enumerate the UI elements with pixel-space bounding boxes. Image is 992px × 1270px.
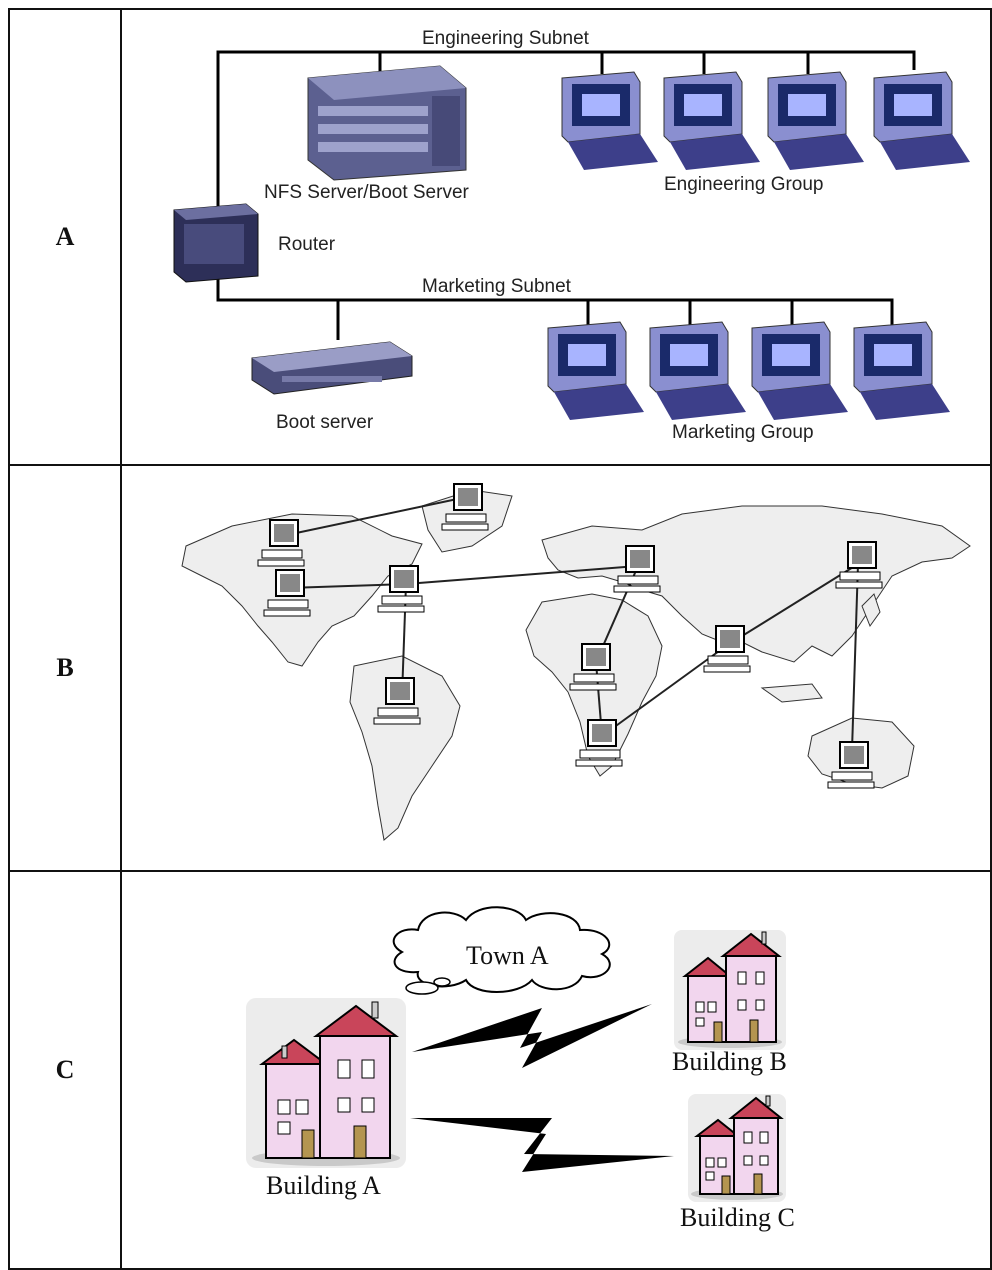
computer-icon [263,569,311,617]
building-a-icon [246,998,406,1168]
south-america-landmass [349,655,461,841]
town-label: Town A [466,941,549,970]
computer-icon [569,643,617,691]
computer-icon [575,719,623,767]
engineering-workstations [561,71,970,170]
man-diagram-panel: Town A [120,870,992,1270]
wireless-link-a-c [410,1118,674,1172]
computer-icon [373,677,421,725]
marketing-subnet-label: Marketing Subnet [422,276,572,297]
marketing-group-label: Marketing Group [672,422,814,443]
building-c-label: Building C [680,1203,795,1232]
nfs-server-icon [307,65,467,181]
row-label-c: C [8,870,122,1270]
computer-icon [703,625,751,673]
monitor-icon [873,71,970,170]
row-label-b: B [8,464,122,872]
nfs-server-label: NFS Server/Boot Server [264,182,470,203]
row-label-a: A [8,8,122,466]
router-icon [173,203,259,283]
cloud-icon [392,906,611,995]
monitor-icon [751,321,848,420]
building-b-label: Building B [672,1047,787,1076]
monitor-icon [767,71,864,170]
marketing-workstations [547,321,950,420]
boot-server-label: Boot server [276,412,374,433]
building-c-icon [688,1094,786,1202]
building-a-label: Building A [266,1171,381,1200]
man-diagram: Town A [246,906,795,1232]
computer-icon [613,545,661,593]
monitor-icon [547,321,644,420]
wan-computers [257,483,883,789]
wireless-link-a-b [412,1004,652,1068]
computer-icon [257,519,305,567]
lan-diagram-panel: Engineering Subnet NFS Server/Boot Serve… [120,8,992,466]
computer-icon [377,565,425,613]
computer-icon [827,741,875,789]
indonesia-landmass [760,683,823,703]
engineering-group-label: Engineering Group [664,174,824,195]
boot-server-icon [251,341,413,395]
router-label: Router [278,234,336,255]
monitor-icon [649,321,746,420]
network-wires [216,50,916,340]
wan-map-panel [120,464,992,872]
monitor-icon [663,71,760,170]
engineering-subnet-label: Engineering Subnet [422,28,590,49]
world-map-diagram [181,483,971,841]
monitor-icon [561,71,658,170]
building-b-icon [674,930,786,1050]
monitor-icon [853,321,950,420]
lan-diagram: Engineering Subnet NFS Server/Boot Serve… [173,28,970,443]
japan-landmass [861,593,881,628]
computer-icon [835,541,883,589]
computer-icon [441,483,489,531]
